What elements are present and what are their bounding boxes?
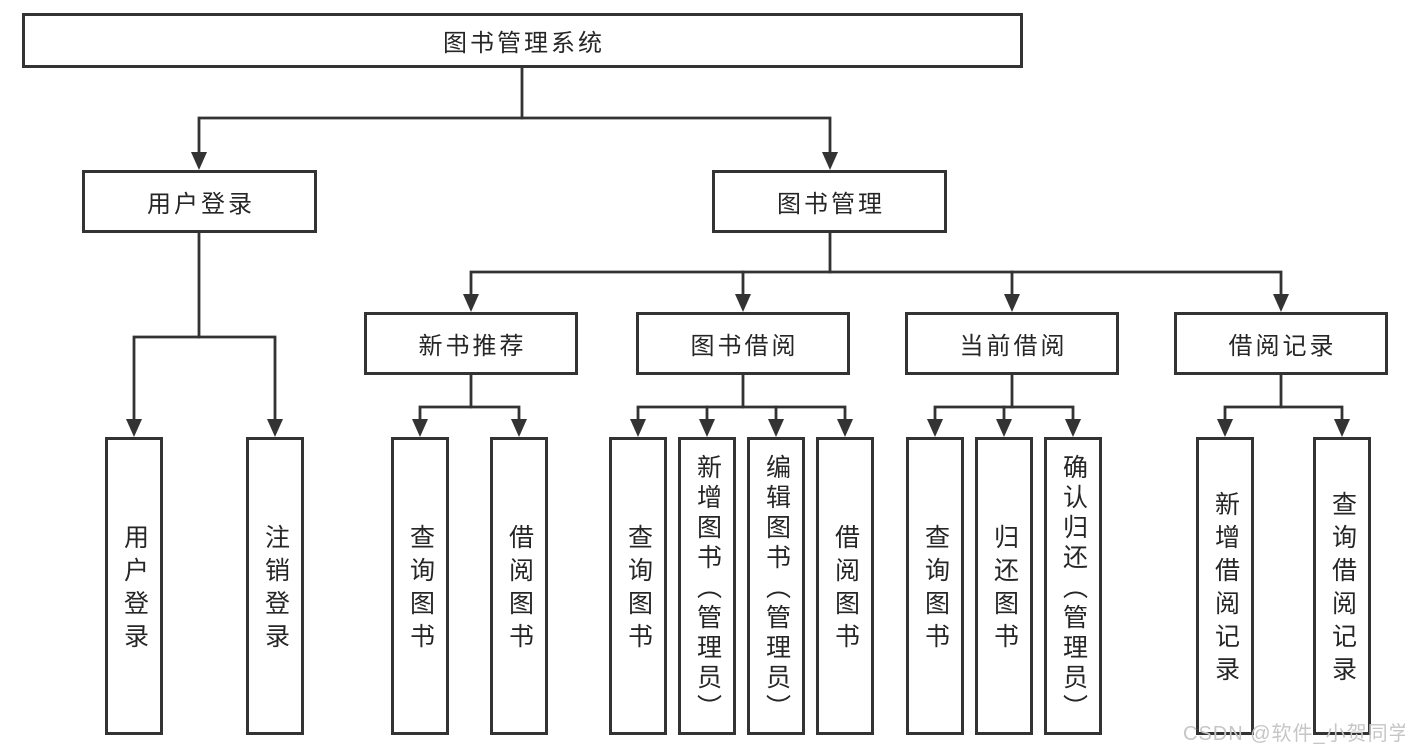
leaf-query-books-current: 查询图书	[906, 437, 964, 735]
leaf-label: 查询图书	[921, 524, 950, 656]
leaf-label: 借阅图书	[831, 524, 860, 656]
node-label: 图书管理	[777, 191, 885, 218]
leaf-label: 查询图书	[624, 524, 653, 656]
node-label: 图书借阅	[690, 333, 799, 360]
node-user-login: 用户登录	[82, 170, 317, 233]
node-label: 当前借阅	[959, 333, 1068, 360]
leaf-return-book: 归还图书	[975, 437, 1033, 735]
leaf-label: 归还图书	[990, 524, 1019, 656]
node-label: 借阅记录	[1228, 333, 1337, 360]
leaf-add-book-admin: 新增图书（管理员）	[678, 437, 736, 735]
leaf-label: 借阅图书	[505, 524, 534, 656]
node-book-borrowing: 图书借阅	[636, 312, 850, 375]
leaf-query-books-borrowing: 查询图书	[609, 437, 667, 735]
leaf-borrow-books: 借阅图书	[816, 437, 874, 735]
node-current-borrowing: 当前借阅	[905, 312, 1119, 375]
node-label: 新书推荐	[418, 333, 527, 360]
leaf-user-login: 用户登录	[105, 437, 163, 735]
leaf-add-borrow-record: 新增借阅记录	[1196, 437, 1254, 735]
leaf-edit-book-admin: 编辑图书（管理员）	[747, 437, 805, 735]
node-label: 用户登录	[147, 191, 255, 218]
leaf-label: 查询图书	[406, 524, 435, 656]
leaf-confirm-return-admin: 确认归还（管理员）	[1044, 437, 1102, 735]
arrowheads	[126, 152, 1350, 437]
node-borrowing-records: 借阅记录	[1174, 312, 1388, 375]
leaf-label: 查询借阅记录	[1328, 491, 1357, 689]
leaf-label: 注销登录	[261, 524, 290, 656]
node-new-book-recommendation: 新书推荐	[364, 312, 578, 375]
csdn-watermark: CSDN @软件_小贺同学	[1183, 723, 1405, 745]
node-book-management: 图书管理	[712, 170, 947, 233]
leaf-label: 确认归还（管理员）	[1059, 453, 1088, 724]
leaf-label: 编辑图书（管理员）	[762, 453, 791, 724]
leaf-logout-login: 注销登录	[246, 437, 304, 735]
leaf-borrow-books-recommend: 借阅图书	[490, 437, 548, 735]
leaf-label: 用户登录	[120, 524, 149, 656]
node-label: 图书管理系统	[443, 30, 605, 57]
node-library-management-system: 图书管理系统	[22, 13, 1023, 68]
leaf-query-books-recommend: 查询图书	[391, 437, 449, 735]
leaf-label: 新增借阅记录	[1211, 491, 1240, 689]
leaf-query-borrow-record: 查询借阅记录	[1313, 437, 1371, 735]
leaf-label: 新增图书（管理员）	[693, 453, 722, 724]
